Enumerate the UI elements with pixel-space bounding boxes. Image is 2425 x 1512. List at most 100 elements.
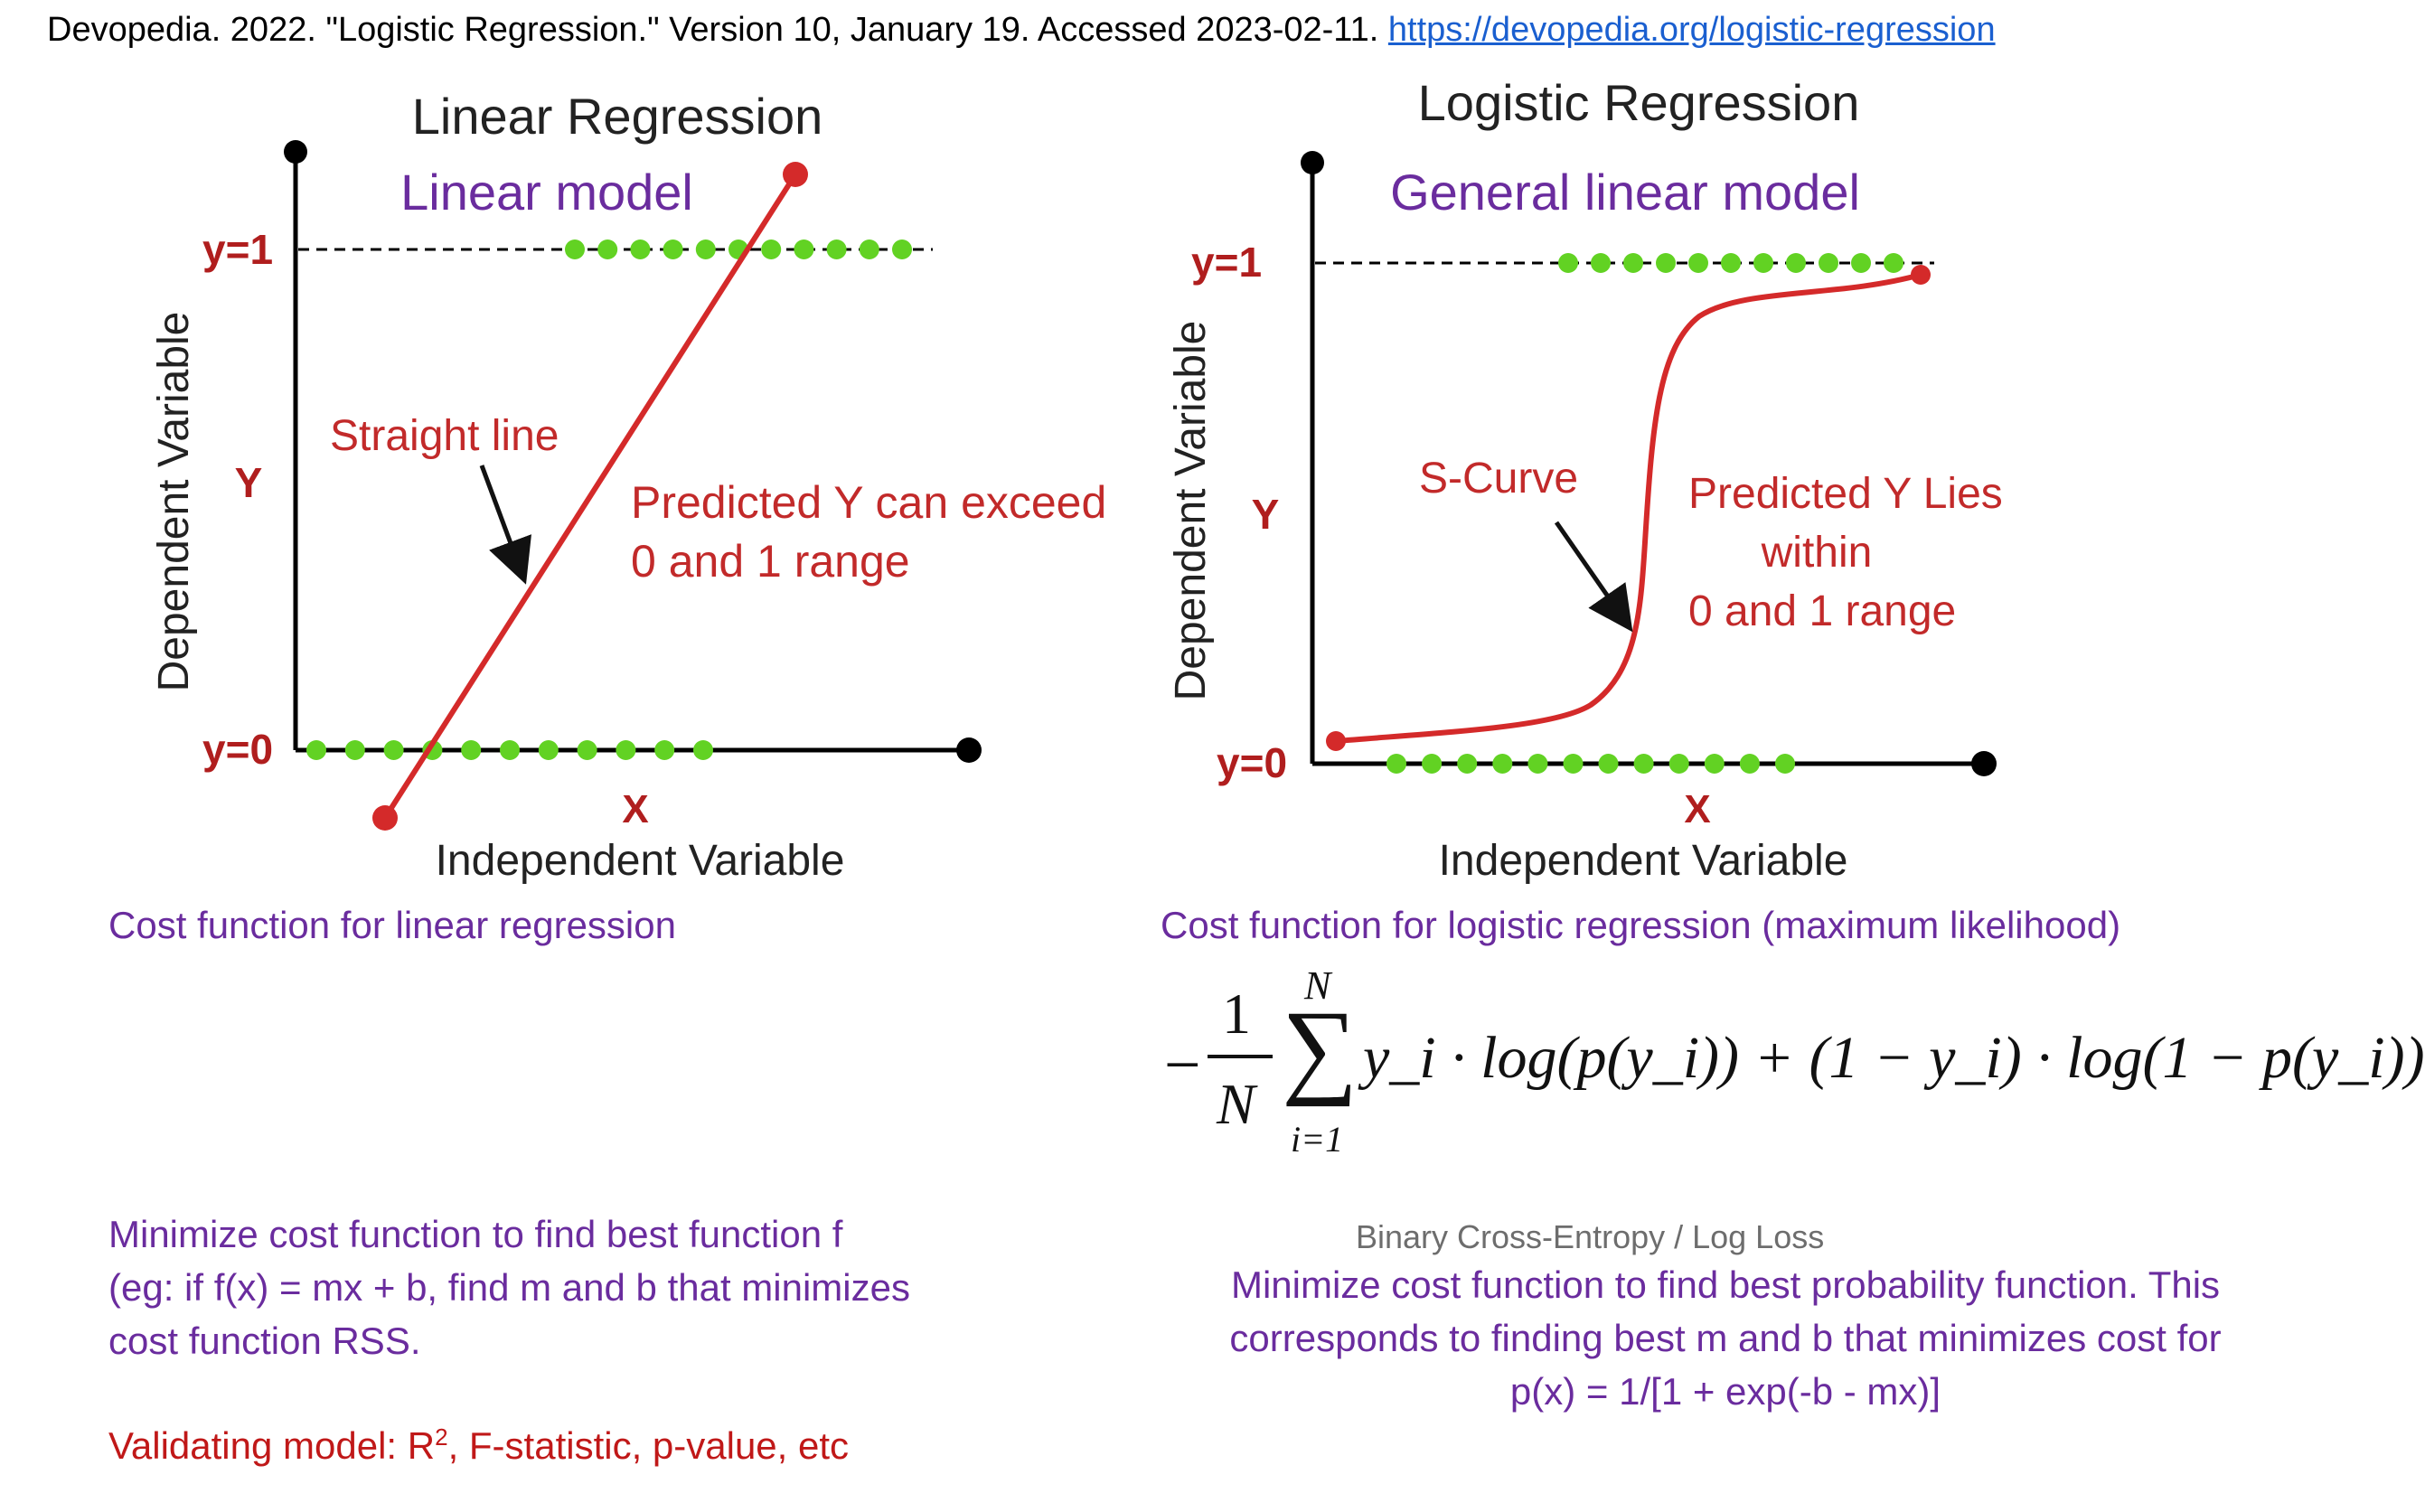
logistic-bottom-dot — [1492, 754, 1513, 774]
linear-line-bottom-endpoint — [372, 805, 398, 831]
validation-prefix: Validating model: R — [108, 1424, 436, 1467]
linear-note-line2: 0 and 1 range — [631, 536, 910, 587]
linear-top-dot — [663, 239, 683, 259]
linear-bottom-dot — [538, 740, 559, 760]
logistic-curve-end-point — [1911, 265, 1931, 285]
linear-x-letter: X — [622, 787, 648, 831]
linear-arrow — [479, 465, 531, 585]
logistic-bottom-dot — [1775, 754, 1795, 774]
linear-top-dot — [630, 239, 651, 259]
logistic-y-axis-label: Dependent Variable — [1167, 321, 1215, 701]
linear-minimize-text: Minimize cost function to find best func… — [108, 1207, 910, 1367]
linear-bottom-dot — [500, 740, 520, 760]
linear-y-axis-label: Dependent Variable — [150, 312, 198, 692]
citation-text: Devopedia. 2022. "Logistic Regression." … — [47, 11, 1379, 49]
logistic-bottom-dot — [1422, 754, 1443, 774]
linear-regression-panel: Linear Regression Linear model y=1 y=0 Y… — [150, 88, 1106, 885]
linear-top-dot — [826, 239, 847, 259]
linear-top-dot — [761, 239, 782, 259]
logistic-note-line1: Predicted Y Lies — [1688, 470, 2003, 518]
log-loss-formula: − 1 N N ∑ i=1 y_i · log(p(y_i)) + (1 − y… — [1164, 963, 2425, 1170]
linear-x-axis-label: Independent Variable — [436, 837, 845, 885]
logistic-bottom-dot — [1563, 754, 1584, 774]
logistic-title: Logistic Regression — [1418, 74, 1860, 131]
logistic-arrow — [1554, 521, 1633, 633]
linear-bottom-dot — [577, 740, 597, 760]
logistic-bottom-dot — [1739, 754, 1760, 774]
linear-model-label: Linear model — [400, 164, 693, 221]
logistic-minimize-line2: corresponds to finding best m and b that… — [1229, 1317, 2222, 1359]
linear-y-axis-endpoint — [284, 140, 307, 164]
formula-denominator: N — [1217, 1072, 1255, 1136]
regression-diagrams: Linear Regression Linear model y=1 y=0 Y… — [150, 74, 2003, 885]
logistic-bottom-dots — [1386, 754, 1795, 774]
logistic-cost-title: Cost function for logistic regression (m… — [1161, 904, 2121, 946]
formula-sum-symbol: ∑ — [1282, 989, 1358, 1107]
logistic-model-label: General linear model — [1390, 164, 1860, 221]
logistic-top-dot — [1688, 253, 1708, 273]
linear-x-axis-endpoint — [956, 737, 982, 763]
formula-caption: Binary Cross-Entropy / Log Loss — [1356, 1218, 1825, 1255]
logistic-note-line2: within — [1761, 529, 1873, 577]
linear-top-dot — [892, 239, 912, 259]
formula-sum-lower: i=1 — [1291, 1119, 1344, 1160]
citation: Devopedia. 2022. "Logistic Regression." … — [47, 11, 1996, 50]
linear-minimize-line3: cost function RSS. — [108, 1319, 421, 1362]
logistic-bottom-dot — [1527, 754, 1548, 774]
logistic-minimize-text: Minimize cost function to find best prob… — [1161, 1258, 2290, 1418]
linear-line-top-endpoint — [783, 162, 808, 187]
linear-y-letter: Y — [235, 459, 263, 506]
linear-minimize-line2: (eg: if f(x) = mx + b, find m and b that… — [108, 1266, 910, 1309]
linear-cost-title: Cost function for linear regression — [108, 904, 676, 946]
logistic-bottom-dot — [1457, 754, 1478, 774]
linear-y0-label: y=0 — [202, 726, 273, 773]
formula-body: y_i · log(p(y_i)) + (1 − y_i) · log(1 − … — [1363, 1025, 2425, 1091]
logistic-top-dot — [1884, 253, 1903, 273]
linear-minimize-line1: Minimize cost function to find best func… — [108, 1213, 843, 1255]
linear-bottom-dot — [306, 740, 326, 760]
linear-y1-label: y=1 — [202, 226, 273, 273]
logistic-top-dot — [1786, 253, 1806, 273]
citation-link[interactable]: https://devopedia.org/logistic-regressio… — [1387, 11, 1996, 49]
linear-top-dot — [597, 239, 618, 259]
logistic-top-dot — [1591, 253, 1611, 273]
logistic-minimize-line1: Minimize cost function to find best prob… — [1230, 1263, 2221, 1306]
logistic-top-dot — [1819, 253, 1838, 273]
formula-sum-upper: N — [1304, 963, 1331, 1008]
formula-numerator: 1 — [1222, 981, 1251, 1046]
logistic-curve-start-point — [1326, 731, 1346, 751]
linear-bottom-dot — [344, 740, 365, 760]
logistic-bottom-dot — [1598, 754, 1619, 774]
linear-top-dot — [565, 239, 585, 259]
logistic-note-line3: 0 and 1 range — [1688, 587, 1956, 635]
linear-bottom-dot — [383, 740, 404, 760]
logistic-bottom-dot — [1704, 754, 1725, 774]
logistic-bottom-dot — [1633, 754, 1654, 774]
logistic-s-curve — [1335, 272, 1922, 744]
logistic-y-axis-endpoint — [1301, 151, 1324, 174]
logistic-top-dot — [1851, 253, 1871, 273]
formula-fraction-bar — [1208, 1055, 1273, 1058]
linear-top-dot — [794, 239, 814, 259]
logistic-top-dots — [1558, 253, 1903, 273]
logistic-y0-label: y=0 — [1217, 739, 1287, 786]
linear-note-line1: Predicted Y can exceed — [631, 477, 1106, 528]
logistic-x-axis-endpoint — [1971, 751, 1997, 776]
logistic-x-letter: X — [1684, 787, 1710, 831]
linear-bottom-dot — [616, 740, 636, 760]
validation-superscript: 2 — [435, 1423, 448, 1451]
logistic-top-dot — [1623, 253, 1643, 273]
validation-suffix: , F-statistic, p-value, etc — [447, 1424, 850, 1467]
logistic-top-dot — [1558, 253, 1578, 273]
linear-bottom-dot — [693, 740, 713, 760]
logistic-bottom-dot — [1668, 754, 1689, 774]
logistic-minimize-line3: p(x) = 1/[1 + exp(-b - mx)] — [1509, 1370, 1941, 1413]
formula-minus: − — [1164, 1028, 1201, 1101]
linear-top-dots — [565, 239, 912, 259]
linear-straight-line-label: Straight line — [330, 412, 559, 460]
logistic-y1-label: y=1 — [1191, 239, 1262, 286]
linear-top-dot — [859, 239, 879, 259]
logistic-x-axis-label: Independent Variable — [1439, 837, 1848, 885]
linear-bottom-dot — [461, 740, 482, 760]
linear-fit-line — [382, 173, 798, 820]
